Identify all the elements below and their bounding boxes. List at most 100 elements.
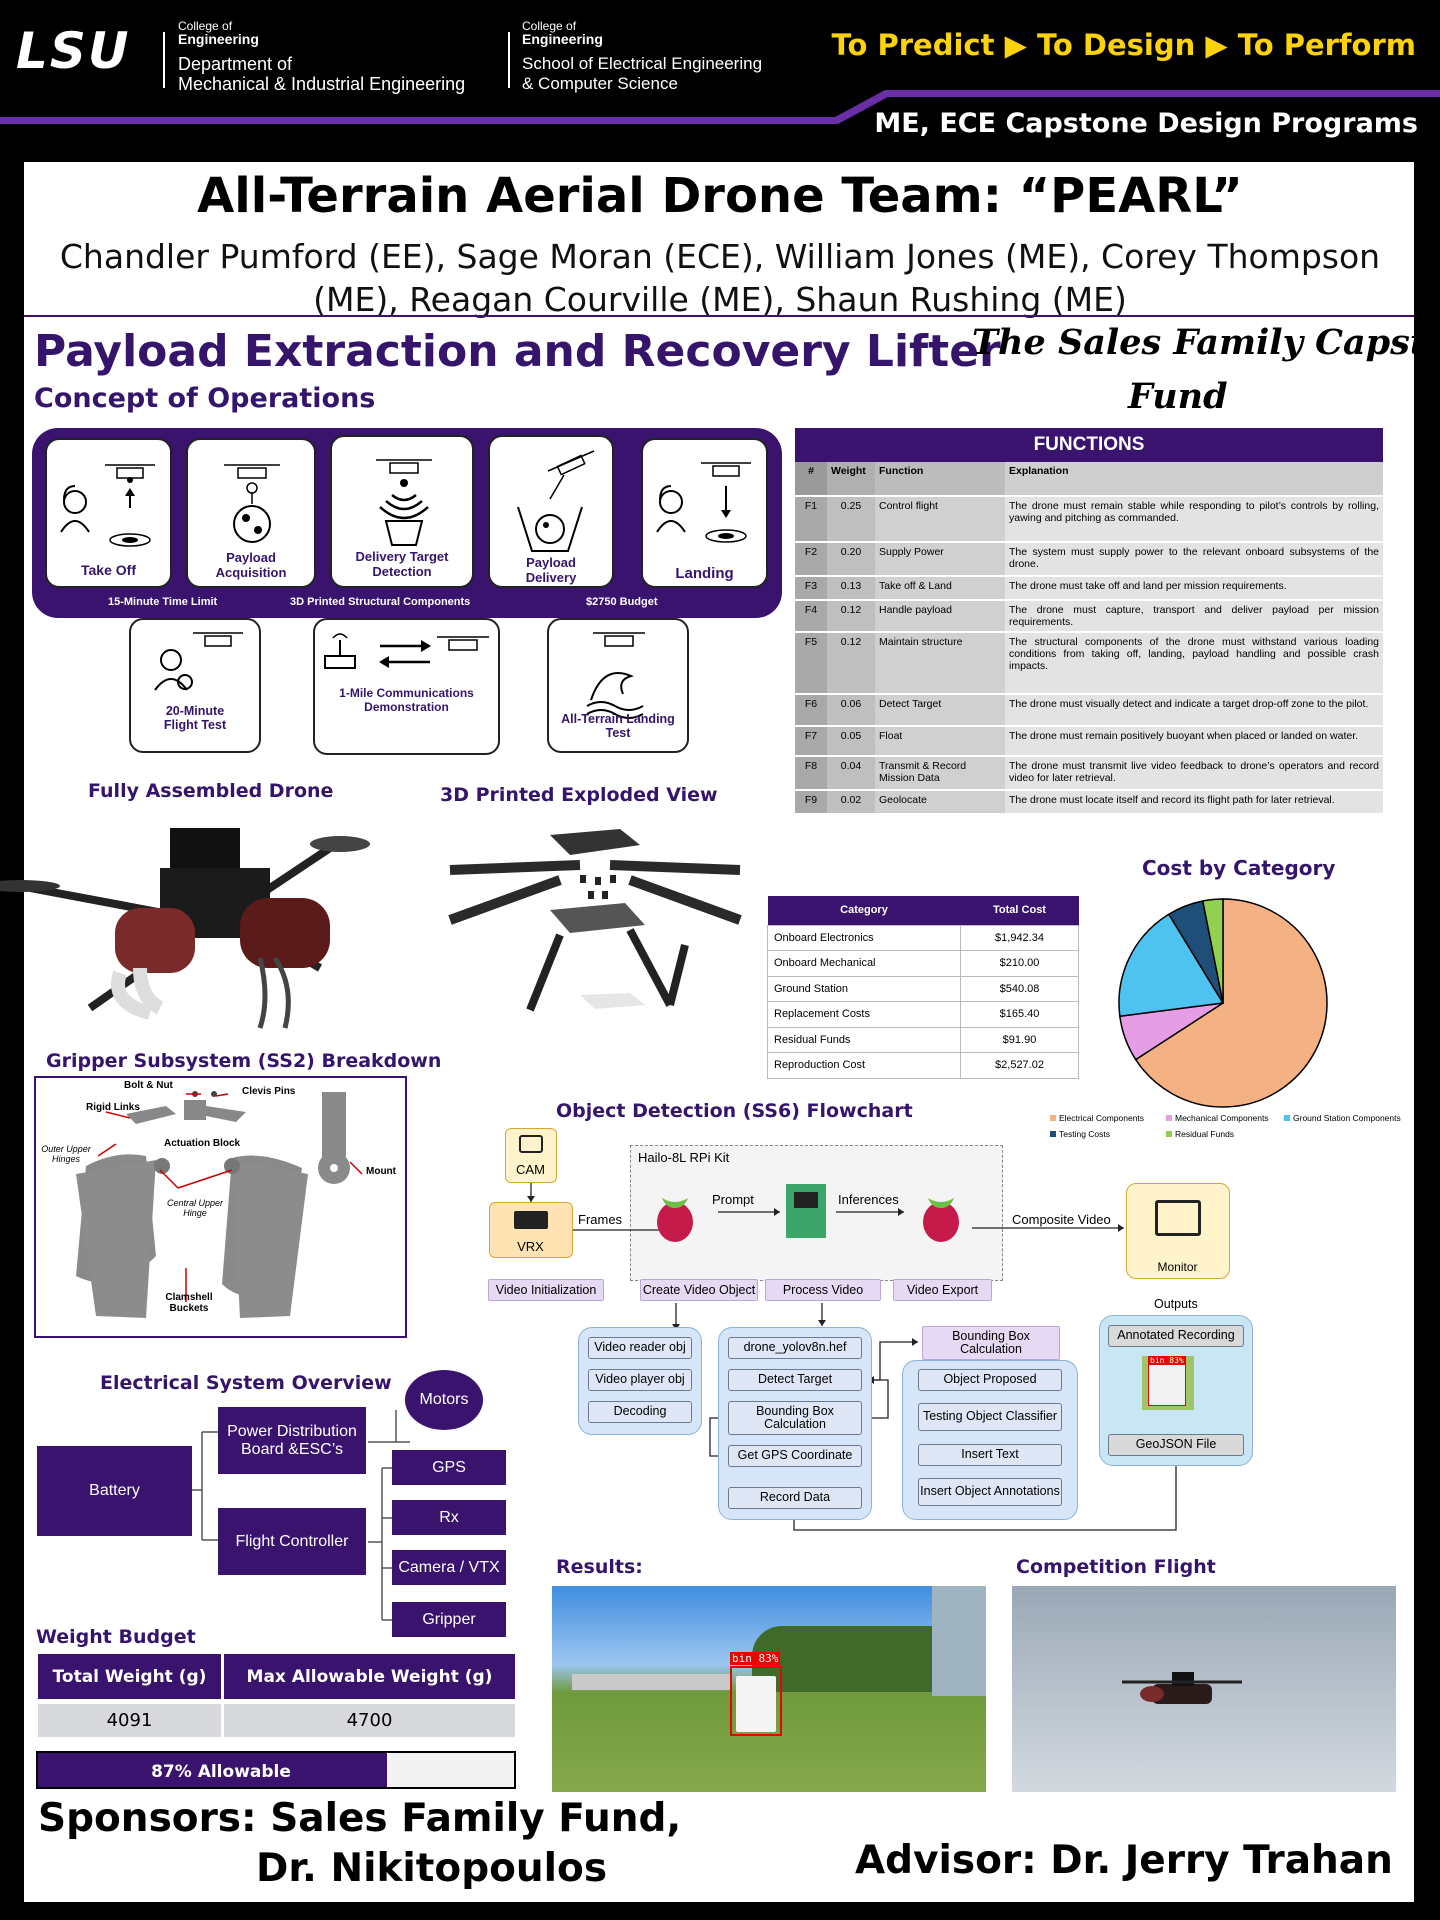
flow-heading: Object Detection (SS6) Flowchart xyxy=(556,1100,913,1122)
composite-label: Composite Video xyxy=(1012,1212,1111,1227)
exploded-view-image xyxy=(448,829,742,1012)
function-explanation: The structural components of the drone m… xyxy=(1005,632,1383,695)
flow-output: GeoJSON File xyxy=(1108,1434,1244,1456)
legend-swatch xyxy=(1284,1115,1290,1121)
legend-item: Mechanical Components xyxy=(1166,1113,1269,1123)
function-name: Control flight xyxy=(875,496,1005,543)
cost-row: Ground Station$540.08 xyxy=(767,975,1079,1002)
gripper-label: Mount xyxy=(366,1166,396,1177)
weight-progress-track: 87% Allowable xyxy=(36,1751,516,1789)
gripper-label: Central Upper Hinge xyxy=(166,1198,224,1218)
header-divider xyxy=(163,32,165,88)
cost-category: Ground Station xyxy=(767,975,961,1002)
tag-video-init: Video Initialization xyxy=(488,1279,604,1301)
competition-heading: Competition Flight xyxy=(1016,1556,1216,1578)
weight-header-max: Max Allowable Weight (g) xyxy=(224,1654,515,1699)
battery-box: Battery xyxy=(37,1446,192,1536)
title-rule xyxy=(24,315,1414,317)
drone-in-flight xyxy=(1122,1672,1242,1704)
wave-landing-icon xyxy=(586,632,645,719)
test-landing-all-terrain: All-Terrain Landing Test xyxy=(547,618,689,753)
function-name: Take off & Land xyxy=(875,576,1005,601)
function-weight: 0.12 xyxy=(827,632,875,695)
flight-test-icon xyxy=(154,632,243,691)
tag-create-video: Create Video Object xyxy=(640,1279,758,1301)
functions-header: # xyxy=(795,462,827,497)
conops-step-label: Payload Acquisition xyxy=(215,550,287,580)
function-weight: 0.02 xyxy=(827,790,875,815)
water-tower xyxy=(932,1586,986,1696)
authors-line-1: Chandler Pumford (EE), Sage Moran (ECE),… xyxy=(59,237,1381,276)
conops-note: 3D Printed Structural Components xyxy=(290,596,471,608)
cost-row: Replacement Costs$165.40 xyxy=(767,1001,1079,1028)
functions-header: Explanation xyxy=(1005,462,1383,497)
tag-video-export: Video Export xyxy=(893,1279,992,1301)
outputs-label: Outputs xyxy=(1154,1297,1198,1311)
conops-step-delivery: Payload Delivery xyxy=(488,435,614,588)
cost-category: Residual Funds xyxy=(767,1026,961,1053)
conops-step-label: Landing xyxy=(675,565,734,582)
function-explanation: The drone must capture, transport and de… xyxy=(1005,600,1383,633)
fund-label-1: The Sales Family Capstone xyxy=(972,322,1440,363)
raspberry-pi-icon xyxy=(657,1198,693,1242)
gripper-box: Gripper xyxy=(392,1602,506,1637)
function-name: Detect Target xyxy=(875,694,1005,727)
flow-node: Video reader obj xyxy=(588,1337,692,1359)
test-comms-1mile: 1-Mile Communications Demonstration xyxy=(313,618,500,755)
frames-label: Frames xyxy=(578,1212,623,1227)
detection-box xyxy=(730,1666,782,1736)
chart-title: Cost by Category xyxy=(1142,856,1336,880)
cost-category: Onboard Electronics xyxy=(767,924,961,951)
gripper-label: Rigid Links xyxy=(86,1102,140,1113)
sponsors-line-2: Dr. Nikitopoulos xyxy=(256,1846,608,1891)
programs-label: ME, ECE Capstone Design Programs xyxy=(874,108,1418,139)
function-name: Handle payload xyxy=(875,600,1005,633)
legend-label: Residual Funds xyxy=(1175,1129,1235,1139)
clamshell-gripper-drawing xyxy=(76,1091,363,1318)
pdb-box: Power Distribution Board &ESC’s xyxy=(218,1407,366,1474)
results-heading: Results: xyxy=(556,1556,643,1578)
cost-value: $91.90 xyxy=(960,1026,1079,1053)
function-weight: 0.04 xyxy=(827,756,875,791)
function-name: Float xyxy=(875,726,1005,757)
cam-box: CAM xyxy=(505,1128,557,1183)
bin-label: bin 83% xyxy=(1148,1356,1186,1365)
function-explanation: The system must supply power to the rele… xyxy=(1005,542,1383,577)
function-id: F7 xyxy=(795,726,827,757)
gripper-label: Bolt & Nut xyxy=(124,1080,173,1091)
gripper-label: Clamshell Buckets xyxy=(165,1292,213,1314)
function-weight: 0.06 xyxy=(827,694,875,727)
vrx-label: VRX xyxy=(517,1239,544,1254)
hailo-kit-label: Hailo-8L RPi Kit xyxy=(638,1150,730,1165)
flow-node: Testing Object Classifier xyxy=(918,1403,1062,1431)
conops-step-landing: Landing xyxy=(641,438,768,588)
building xyxy=(572,1674,732,1690)
function-explanation: The drone must visually detect and indic… xyxy=(1005,694,1383,727)
function-id: F2 xyxy=(795,542,827,577)
cost-value: $540.08 xyxy=(960,975,1079,1002)
cost-header: Category xyxy=(840,904,888,917)
rx-box: Rx xyxy=(392,1500,506,1535)
function-id: F3 xyxy=(795,576,827,601)
legend-label: Electrical Components xyxy=(1059,1113,1145,1123)
prompt-label: Prompt xyxy=(712,1192,754,1207)
function-name: Maintain structure xyxy=(875,632,1005,695)
bucket xyxy=(736,1676,776,1732)
legend-swatch xyxy=(1166,1115,1172,1121)
function-weight: 0.20 xyxy=(827,542,875,577)
function-explanation: The drone must remain positively buoyant… xyxy=(1005,726,1383,757)
function-weight: 0.05 xyxy=(827,726,875,757)
assembled-drone-image xyxy=(0,828,370,1029)
advisor-label: Advisor: Dr. Jerry Trahan xyxy=(855,1838,1393,1883)
conops-step-detection: Delivery Target Detection xyxy=(330,435,474,588)
drone-heading: Fully Assembled Drone xyxy=(88,780,334,802)
cost-value: $165.40 xyxy=(960,1001,1079,1028)
electrical-heading: Electrical System Overview xyxy=(100,1372,392,1394)
weight-total-value: 4091 xyxy=(38,1704,221,1737)
test-flight-20min: 20-Minute Flight Test xyxy=(129,618,261,753)
